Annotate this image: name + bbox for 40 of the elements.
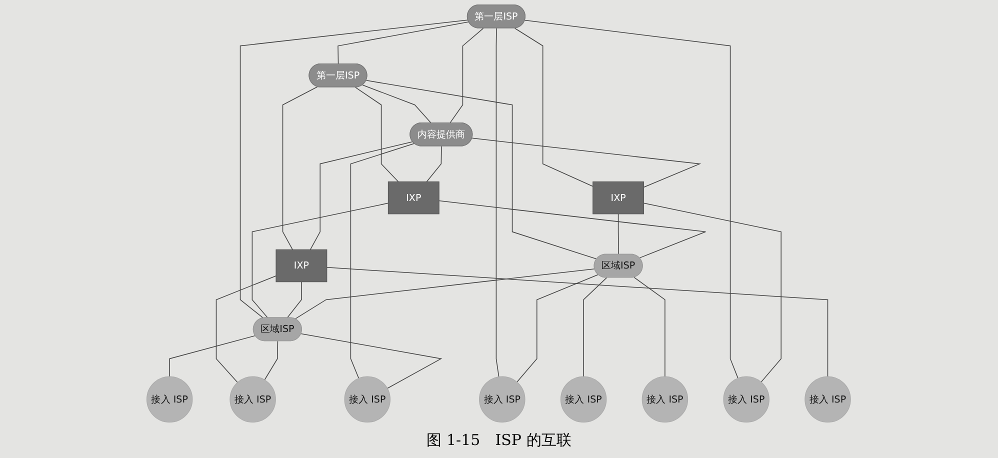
node-box: IXP	[592, 181, 644, 214]
connector	[216, 276, 277, 383]
connector	[252, 202, 389, 318]
connector	[634, 276, 666, 377]
node-box: IXP	[388, 181, 440, 214]
figure-caption: 图 1-15 ISP 的互联	[426, 431, 572, 450]
node-circle: 接入 ISP	[804, 376, 852, 423]
connector	[514, 28, 594, 187]
connector	[264, 340, 278, 380]
connector	[366, 80, 598, 260]
connector	[350, 143, 416, 379]
connector	[584, 277, 608, 377]
connector	[301, 333, 443, 389]
connector	[524, 20, 739, 379]
connector	[496, 28, 500, 378]
node-circle: 接入 ISP	[146, 376, 194, 423]
connector	[170, 335, 256, 377]
node-circle: 接入 ISP	[560, 376, 607, 423]
connector	[355, 86, 400, 182]
node-circle: 接入 ISP	[230, 376, 276, 423]
connector	[282, 86, 318, 250]
node-circle: 接入 ISP	[642, 376, 688, 423]
connector	[338, 21, 470, 64]
connector	[240, 20, 469, 318]
node-circle: 接入 ISP	[344, 376, 391, 423]
node-box: IXP	[276, 249, 328, 282]
node-circle: 接入 ISP	[479, 376, 526, 423]
connector	[472, 138, 702, 188]
connector	[644, 202, 782, 382]
connector	[426, 146, 442, 182]
connector	[362, 84, 432, 124]
connector	[326, 267, 828, 377]
connector	[618, 214, 620, 255]
connector	[310, 141, 414, 250]
connector	[295, 268, 596, 320]
connector	[287, 281, 302, 318]
connector	[439, 200, 706, 258]
connector	[450, 28, 484, 124]
connector	[516, 274, 599, 382]
node-circle: 接入 ISP	[724, 376, 770, 423]
